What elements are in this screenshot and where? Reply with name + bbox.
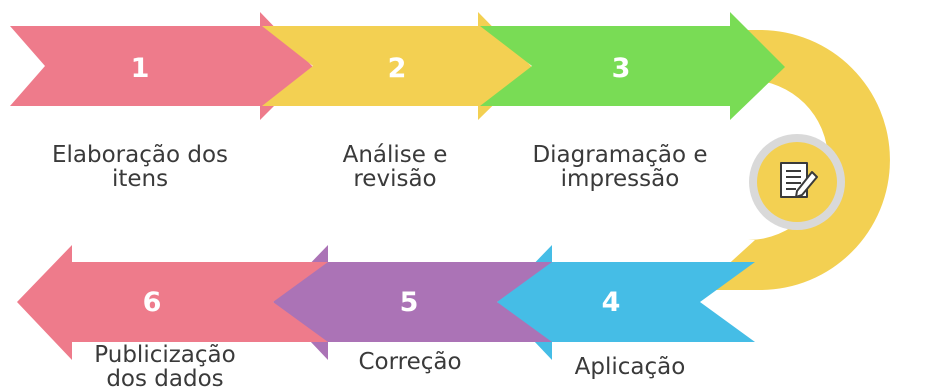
step-3-label: Diagramação e impressão (515, 143, 725, 191)
u-turn-connector (700, 30, 890, 290)
arrow-step-3 (480, 12, 785, 120)
step-6-label-line2: dos dados (106, 366, 224, 392)
step-1-label: Elaboração dos itens (30, 143, 250, 191)
step-5-label: Correção (340, 350, 480, 374)
step-4-label: Aplicação (560, 355, 700, 379)
document-pen-icon (780, 162, 818, 198)
step-2-label-line1: Análise e (342, 142, 448, 168)
step-2-label-line2: revisão (353, 166, 437, 192)
step-3-label-line2: impressão (560, 166, 680, 192)
arrow-step-1 (10, 12, 313, 120)
step-4-label-line1: Aplicação (574, 354, 686, 380)
step-2-number: 2 (388, 53, 407, 84)
step-5-label-line1: Correção (358, 349, 462, 375)
step-1-label-line1: Elaboração dos (51, 142, 228, 168)
step-5-number: 5 (400, 287, 419, 318)
arrow-step-5 (273, 245, 552, 360)
arrow-step-6 (17, 245, 328, 360)
step-6-label: Publicização dos dados (70, 343, 260, 391)
step-3-label-line1: Diagramação e (532, 142, 708, 168)
step-1-number: 1 (131, 53, 150, 84)
step-4-number: 4 (602, 287, 621, 318)
step-3-number: 3 (612, 53, 631, 84)
step-6-number: 6 (143, 287, 162, 318)
arrow-step-4 (497, 245, 755, 360)
step-1-label-line2: itens (111, 166, 169, 192)
arrow-step-2 (262, 12, 532, 120)
step-6-label-line1: Publicização (94, 342, 236, 368)
step-2-label: Análise e revisão (310, 143, 480, 191)
